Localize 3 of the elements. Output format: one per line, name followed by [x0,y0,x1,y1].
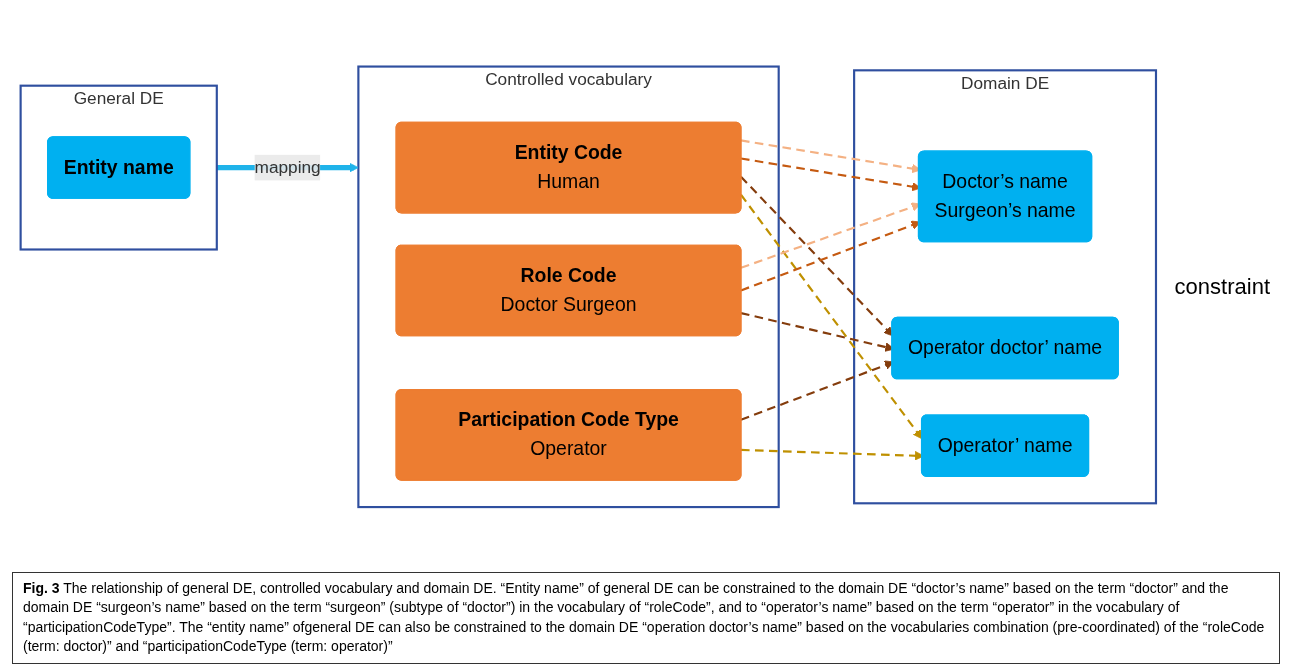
annotation-text: constraint [1174,273,1270,300]
figure-caption: Fig. 3 The relationship of general DE, controlled vocabulary and domain DE. “Entity name” of general DE can be constrained to the domain DE “doctor’s name” based on the term “doctor” and the domain DE “surgeon’s name” based on the term “surgeon” (subtype of “doctor”) in the vocabulary of “roleCode”, and to “operator’s name” based on the term “operator” in the vocabulary of “participationCodeType”. The “entity name” ofgeneral DE can also be constrained to the domain DE “operation doctor’s name” based on the vocabularies combination (pre-coordinated) of the “roleCode (term: doctor)” and “participationCodeType (term: operator)” [12,571,1280,664]
edge-label: mapping [254,157,321,177]
